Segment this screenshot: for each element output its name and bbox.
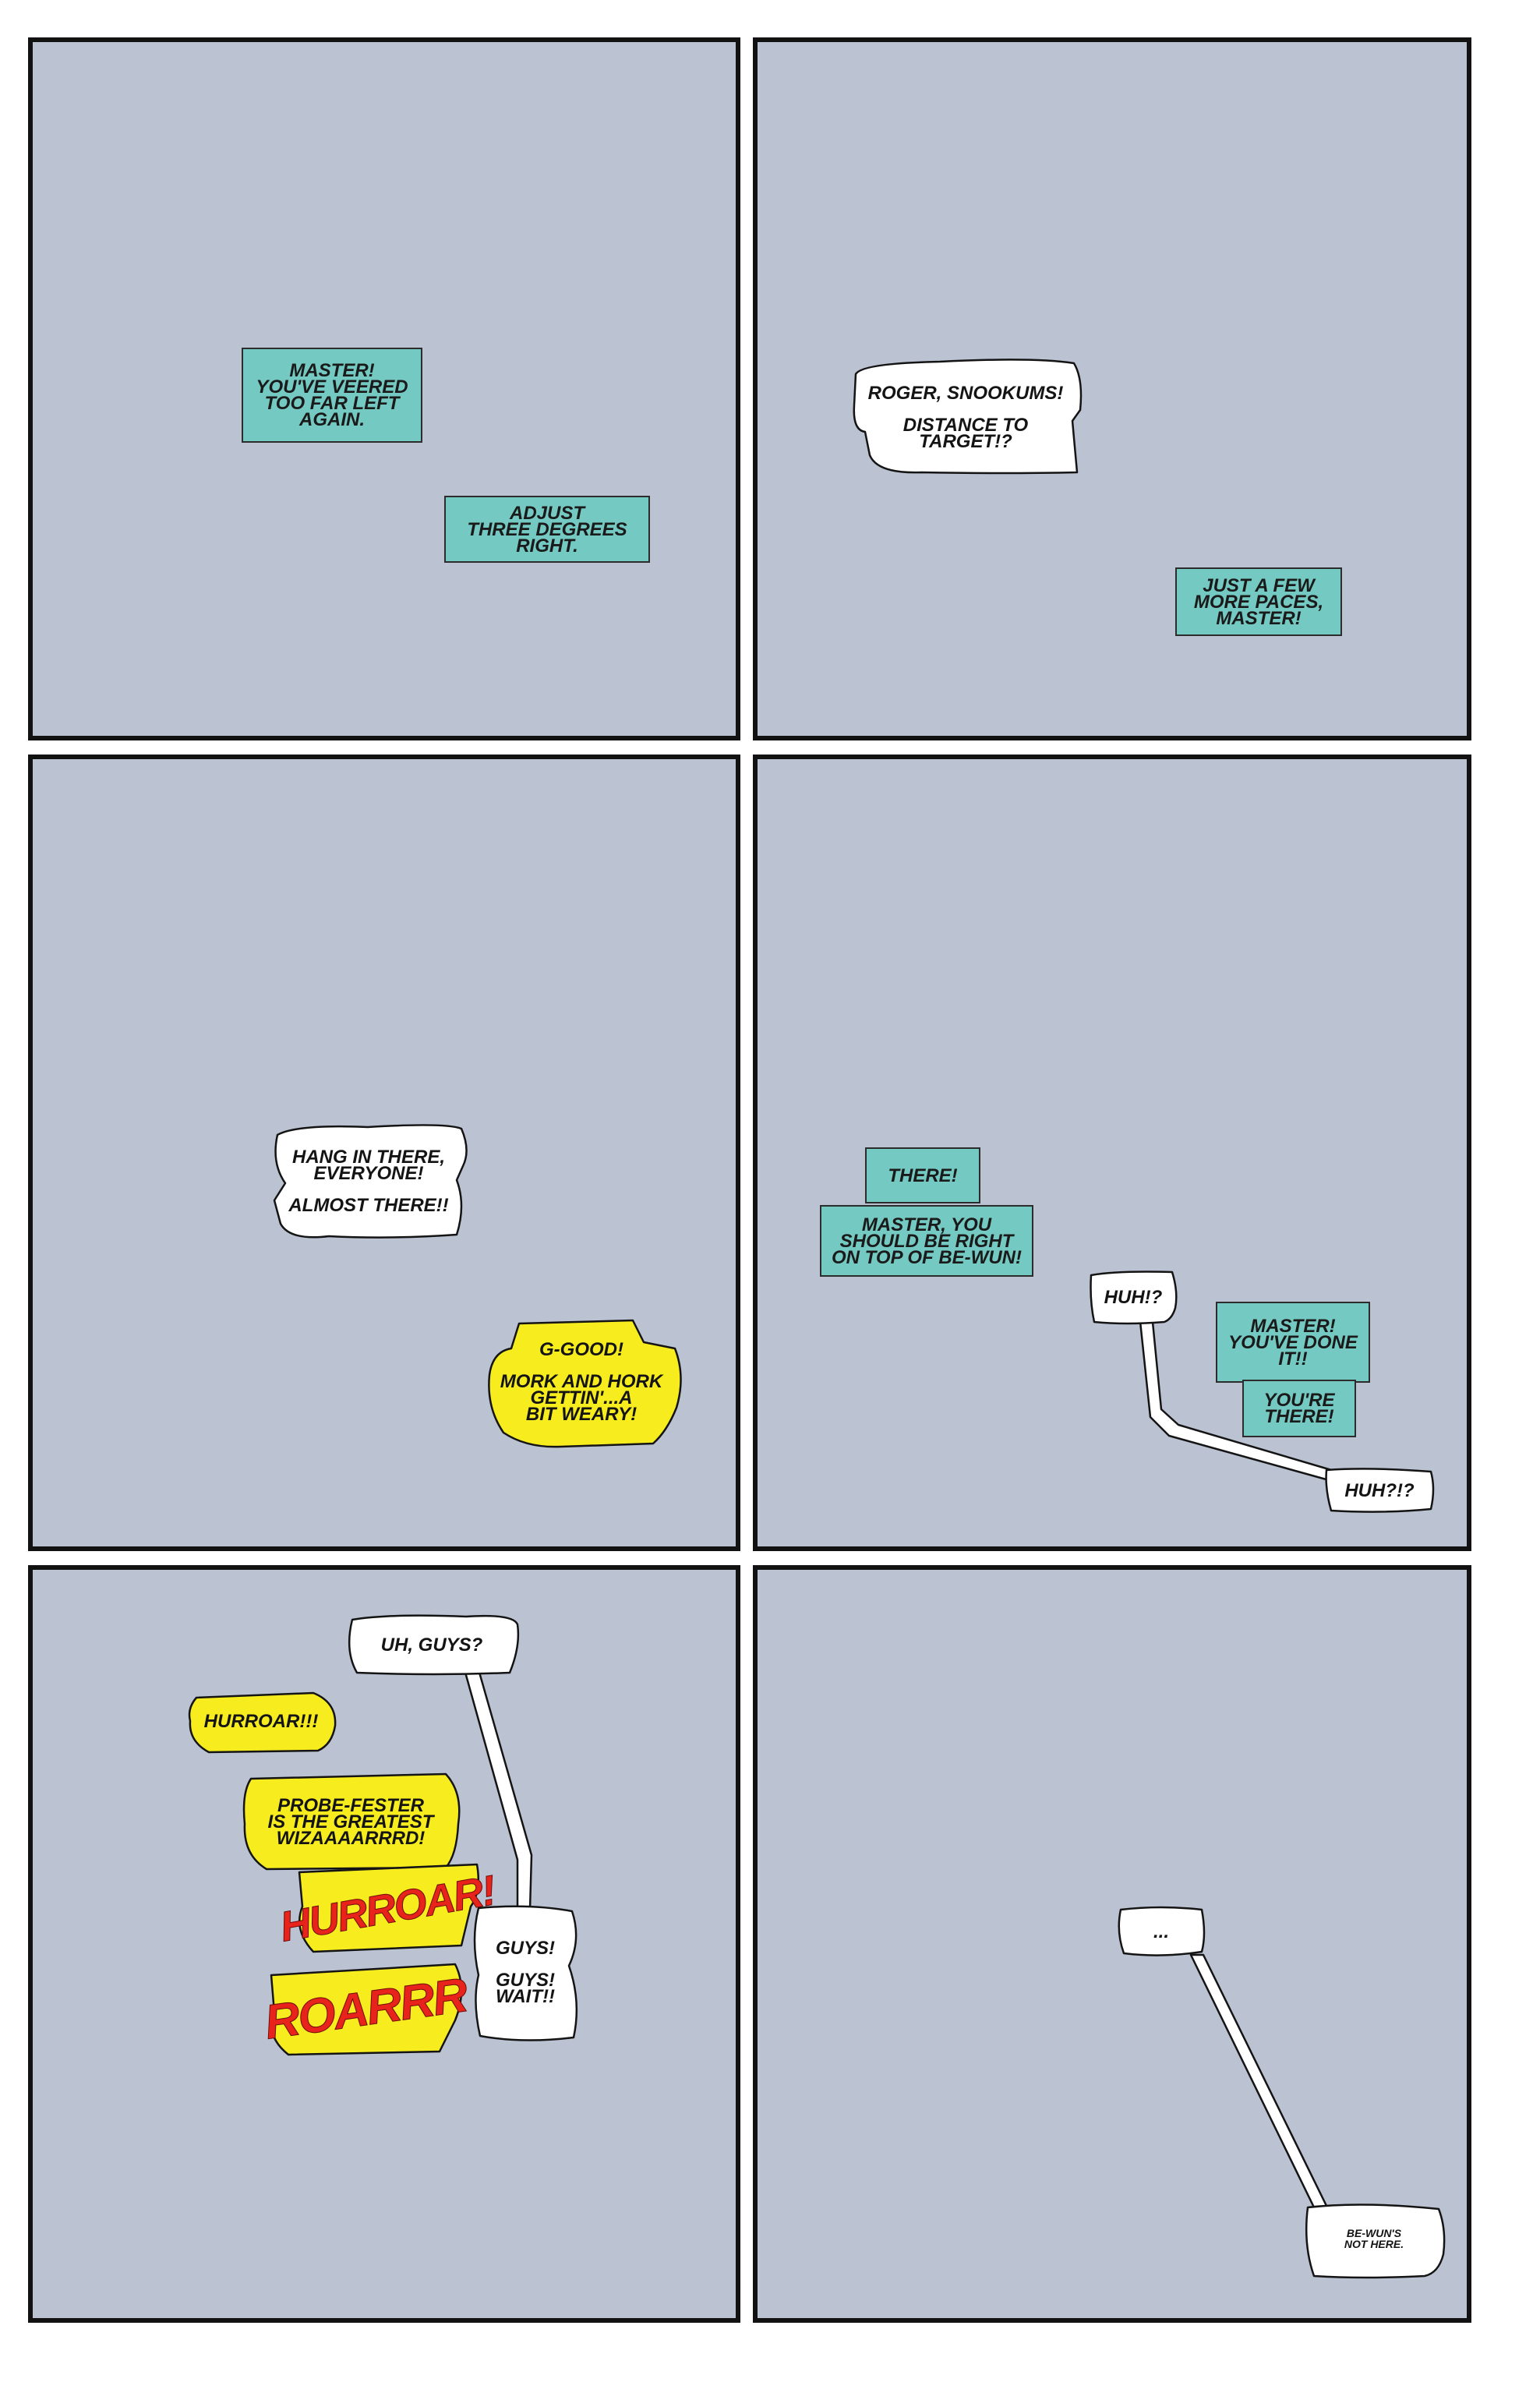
speech-balloon: Be-Wun's not here. xyxy=(1300,2198,1448,2279)
balloon-shape xyxy=(1305,2204,1446,2279)
balloon-text: Roger, snookums! xyxy=(867,382,1064,404)
balloon-text: everyone! xyxy=(313,1162,424,1184)
caption-line: Master! xyxy=(289,360,375,381)
caption-line: more paces, xyxy=(1193,591,1324,613)
caption-line: right. xyxy=(516,535,578,557)
caption-line: Master! xyxy=(1216,607,1302,629)
balloon-shape xyxy=(1090,1271,1178,1325)
caption-line: three degrees xyxy=(467,518,627,540)
caption-line: too far left xyxy=(264,393,400,414)
balloon-text: Uh, guys? xyxy=(380,1634,483,1656)
balloon-shape xyxy=(348,1614,520,1676)
balloon-text: wizaaaarrrd! xyxy=(276,1827,426,1849)
balloon-shape xyxy=(473,1905,578,2041)
caption-line: There! xyxy=(888,1164,958,1186)
balloon-shape xyxy=(853,359,1083,475)
speech-balloon: Huh?!? xyxy=(1322,1465,1437,1515)
speech-balloon: ... xyxy=(1114,1903,1208,1960)
caption-line: Master, you xyxy=(861,1214,992,1235)
balloon-text: gettin'...a xyxy=(530,1387,633,1408)
caption-line: Master! xyxy=(1250,1315,1336,1337)
balloon-text: Hurroar!!! xyxy=(203,1710,319,1732)
balloon-text: Guys! xyxy=(495,1937,555,1959)
balloon-text: Huh!? xyxy=(1104,1286,1163,1308)
caption-box: You're there! xyxy=(1242,1380,1356,1437)
balloon-text: Mork and Hork xyxy=(500,1371,663,1392)
caption-line: it!! xyxy=(1278,1348,1308,1369)
balloon-text: Be-Wun's xyxy=(1346,2227,1402,2239)
balloon-text: is the greatest xyxy=(267,1811,434,1832)
caption-box: There! xyxy=(865,1147,980,1203)
balloon-text: Distance to xyxy=(902,414,1029,436)
burst-shape xyxy=(298,1863,479,1953)
balloon-shape xyxy=(188,1691,337,1754)
sound-effect-burst: Hurroar! xyxy=(276,1860,499,1958)
speech-balloon: Uh, guys? xyxy=(341,1612,522,1677)
speech-balloon: Huh!? xyxy=(1086,1269,1180,1325)
speech-balloon: Hang in there, everyone! Almost there!! xyxy=(267,1119,471,1242)
panel-4 xyxy=(753,755,1471,1551)
caption-box: Just a few more paces, Master! xyxy=(1175,567,1342,636)
caption-box: Master, you should be right on top of Be… xyxy=(820,1205,1033,1277)
speech-balloon: Guys! Guys! Wait!! xyxy=(468,1900,583,2044)
speech-balloon: Roger, snookums! Distance to target!? xyxy=(846,355,1085,479)
caption-box: Adjust three degrees right. xyxy=(444,496,650,563)
caption-line: should be right xyxy=(839,1230,1014,1252)
yellow-speech-balloon: G-Good! Mork and Hork gettin'...a bit we… xyxy=(480,1314,683,1450)
caption-line: Adjust xyxy=(509,502,585,524)
balloon-text: not here. xyxy=(1344,2238,1404,2250)
balloon-text: Almost there!! xyxy=(288,1194,449,1216)
caption-line: again. xyxy=(299,409,365,430)
sound-effect-burst: Roarrr xyxy=(260,1958,471,2059)
caption-box: Master! You've veered too far left again… xyxy=(242,348,422,443)
caption-line: You've done xyxy=(1228,1331,1358,1353)
caption-box: Master! You've done it!! xyxy=(1216,1302,1370,1383)
balloon-text: ... xyxy=(1153,1921,1169,1942)
balloon-text: Wait!! xyxy=(496,1985,555,2007)
balloon-text: Huh?!? xyxy=(1344,1479,1415,1501)
balloon-shape xyxy=(1325,1468,1435,1513)
balloon-text: Guys! xyxy=(495,1969,555,1991)
balloon-text: Hang in there, xyxy=(291,1146,445,1168)
balloon-shape xyxy=(273,1124,468,1239)
balloon-text: bit weary! xyxy=(525,1404,638,1425)
balloon-text: Probe-fester xyxy=(277,1794,424,1816)
balloon-shape xyxy=(1118,1906,1206,1956)
caption-line: Just a few xyxy=(1203,574,1315,596)
yellow-speech-balloon: Probe-fester is the greatest wizaaaarrrd… xyxy=(235,1769,466,1874)
panel-6 xyxy=(753,1565,1471,2323)
balloon-text: target!? xyxy=(919,430,1012,452)
caption-line: You've veered xyxy=(256,376,408,398)
caption-line: there! xyxy=(1264,1406,1334,1427)
caption-line: on top of Be-Wun! xyxy=(832,1246,1022,1268)
caption-line: You're xyxy=(1263,1390,1335,1411)
yellow-speech-balloon: Hurroar!!! xyxy=(181,1687,341,1755)
burst-shape xyxy=(270,1963,463,2056)
balloon-text: G-Good! xyxy=(539,1339,623,1360)
balloon-shape xyxy=(488,1319,682,1448)
